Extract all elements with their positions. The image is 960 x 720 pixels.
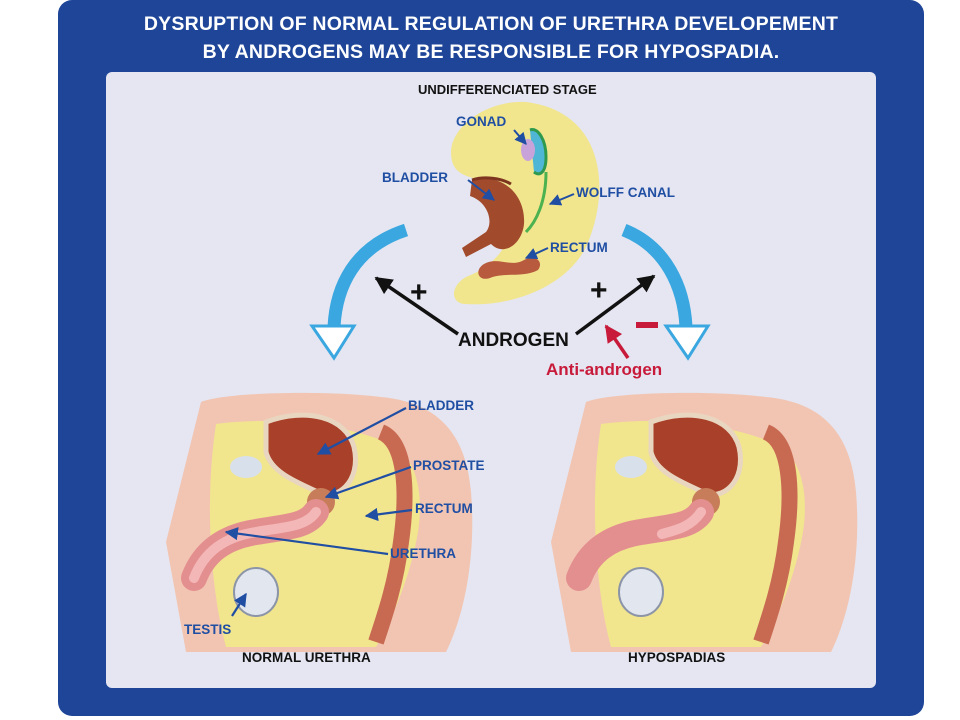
diagram-panel: UNDIFFERENCIATED STAGE GONAD BLADDER WOL…	[106, 72, 876, 688]
testis-label: TESTIS	[184, 622, 232, 637]
hypospadias-caption: HYPOSPADIAS	[628, 650, 726, 665]
normal-rectum-label: RECTUM	[415, 501, 473, 516]
embryo-illustration	[451, 101, 600, 305]
plus-sign-right: +	[590, 274, 608, 307]
normal-urethra-caption: NORMAL URETHRA	[242, 650, 371, 665]
androgen-label: ANDROGEN	[458, 330, 569, 351]
prostate-label: PROSTATE	[413, 458, 485, 473]
left-curve-arrow	[309, 223, 409, 361]
urethra-label: URETHRA	[390, 546, 456, 561]
plus-sign-left: +	[410, 276, 428, 309]
gonad-label: GONAD	[456, 114, 507, 129]
normal-bladder-label: BLADDER	[408, 398, 474, 413]
undifferentiated-stage-label: UNDIFFERENCIATED STAGE	[418, 82, 597, 97]
embryo-bladder-label: BLADDER	[382, 170, 448, 185]
title-line-1: DYSRUPTION OF NORMAL REGULATION OF URETH…	[143, 13, 839, 35]
page-title: DYSRUPTION OF NORMAL REGULATION OF URETH…	[58, 10, 924, 66]
wolff-canal-label: WOLFF CANAL	[576, 185, 675, 200]
right-curve-arrow	[621, 223, 711, 361]
minus-sign	[636, 322, 658, 328]
diagram-illustration	[166, 101, 858, 652]
normal-anatomy-illustration	[166, 392, 473, 652]
anti-androgen-label: Anti-androgen	[546, 360, 663, 379]
hypospadias-anatomy-illustration	[551, 392, 858, 652]
title-line-2: BY ANDROGENS MAY BE RESPONSIBLE FOR HYPO…	[202, 41, 780, 63]
embryo-rectum-label: RECTUM	[550, 240, 608, 255]
